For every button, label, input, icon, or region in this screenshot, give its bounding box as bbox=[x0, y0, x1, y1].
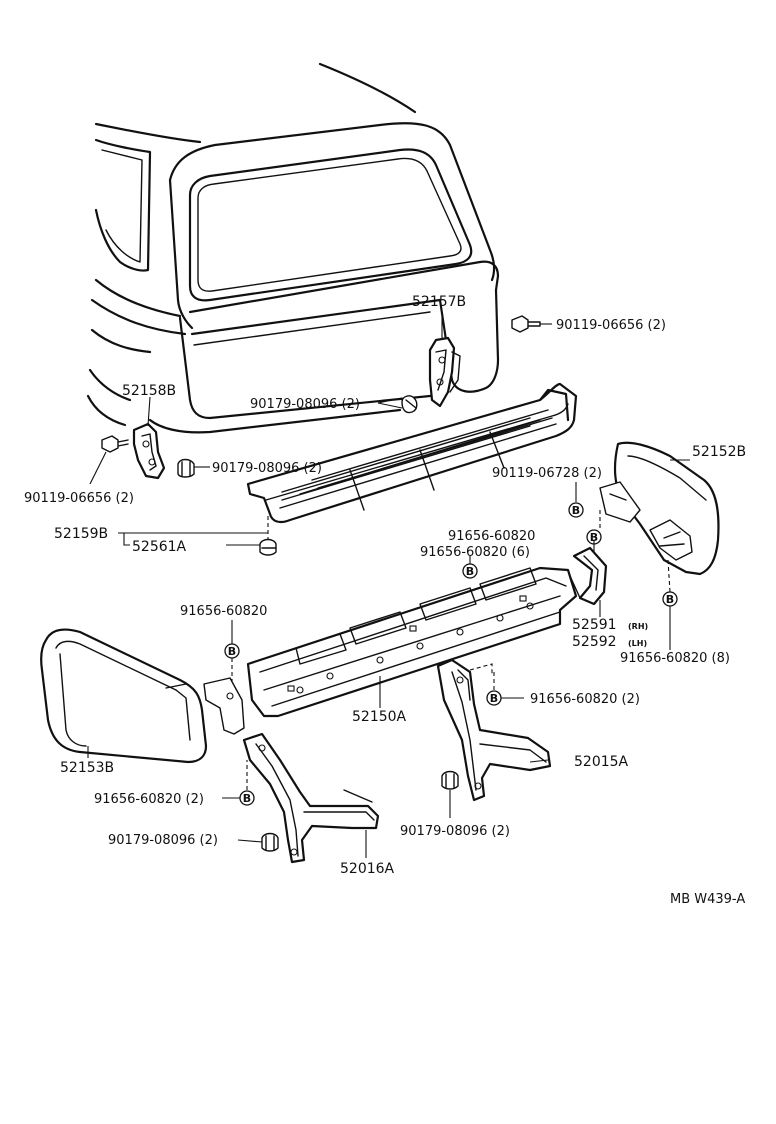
clip-52561A bbox=[259, 516, 277, 556]
label-52592-side: (LH) bbox=[628, 639, 647, 648]
bracket-52157B bbox=[428, 336, 461, 408]
reinforcement-52150A bbox=[203, 566, 578, 735]
label-90179-08096-left: 90179-08096 (2) bbox=[212, 461, 322, 476]
bumper-end-52152B bbox=[599, 441, 720, 576]
bolt-90119-06656-left bbox=[101, 435, 129, 453]
bolt-marker-icon: B bbox=[224, 643, 240, 659]
bolt-marker-group: B B B B B B B bbox=[224, 502, 678, 806]
label-91656-60820-two-right: 91656-60820 (2) bbox=[530, 692, 640, 707]
label-52015A: 52015A bbox=[574, 754, 629, 770]
svg-text:B: B bbox=[490, 692, 498, 705]
label-91656-60820-two-left: 91656-60820 (2) bbox=[94, 792, 204, 807]
label-91656-60820-top: 91656-60820 bbox=[448, 529, 535, 544]
bracket-52158B bbox=[132, 422, 166, 480]
clip-90179-08096-right-bottom bbox=[441, 770, 459, 790]
label-52157B: 52157B bbox=[412, 294, 466, 310]
svg-text:B: B bbox=[572, 504, 580, 517]
label-91656-60820-eight: 91656-60820 (8) bbox=[620, 651, 730, 666]
label-90179-08096-bottom-right: 90179-08096 (2) bbox=[400, 824, 510, 839]
label-52158B: 52158B bbox=[122, 383, 176, 399]
bolt-marker-icon: B bbox=[486, 690, 502, 706]
clip-90179-08096-left bbox=[177, 458, 195, 478]
label-52152B: 52152B bbox=[692, 444, 746, 460]
label-90119-06656-left: 90119-06656 (2) bbox=[24, 491, 134, 506]
label-90179-08096-bottom-left: 90179-08096 (2) bbox=[108, 833, 218, 848]
bolt-marker-icon: B bbox=[239, 790, 255, 806]
bumper-end-52153B bbox=[40, 628, 208, 764]
bolt-90119-06656-right bbox=[511, 315, 552, 333]
leader-lines bbox=[87, 312, 690, 858]
reference-code: MB W439-A bbox=[670, 892, 745, 907]
bolt-marker-icon: B bbox=[462, 563, 478, 579]
label-52591-side: (RH) bbox=[628, 622, 648, 631]
clip-90179-08096-left-bottom bbox=[261, 832, 279, 852]
step-bumper-52159B bbox=[246, 382, 578, 524]
svg-text:B: B bbox=[666, 593, 674, 606]
svg-text:B: B bbox=[228, 645, 236, 658]
label-52159B: 52159B bbox=[54, 526, 108, 542]
svg-text:B: B bbox=[590, 531, 598, 544]
clip-90179-08096-upper bbox=[401, 395, 418, 414]
label-52591: 52591 bbox=[572, 617, 617, 633]
label-52592: 52592 bbox=[572, 634, 617, 650]
svg-text:B: B bbox=[466, 565, 474, 578]
label-90119-06656-right: 90119-06656 (2) bbox=[556, 318, 666, 333]
bolt-marker-icon: B bbox=[568, 502, 584, 518]
label-52561A: 52561A bbox=[132, 539, 187, 555]
label-91656-60820-six: 91656-60820 (6) bbox=[420, 545, 530, 560]
svg-text:B: B bbox=[243, 792, 251, 805]
label-52016A: 52016A bbox=[340, 861, 395, 877]
bracket-52016A bbox=[242, 732, 380, 864]
label-90119-06728: 90119-06728 (2) bbox=[492, 466, 602, 481]
bolt-marker-icon: B bbox=[662, 591, 678, 607]
label-91656-60820-left: 91656-60820 bbox=[180, 604, 267, 619]
label-90179-08096-upper: 90179-08096 (2) bbox=[250, 397, 360, 412]
callout-labels: 52157B 90119-06656 (2) 52158B 90179-0809… bbox=[24, 294, 746, 907]
bracket-52591-52592 bbox=[569, 546, 608, 606]
label-52153B: 52153B bbox=[60, 760, 114, 776]
label-52150A: 52150A bbox=[352, 709, 407, 725]
vehicle-body bbox=[86, 62, 500, 434]
bracket-52015A bbox=[436, 658, 552, 802]
